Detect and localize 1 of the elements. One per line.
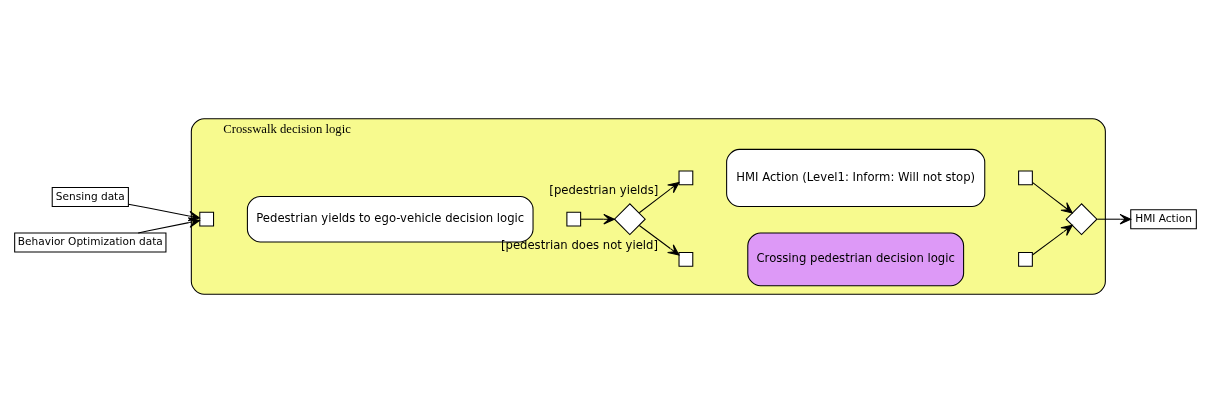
edge-label: [pedestrian yields] xyxy=(549,182,659,197)
